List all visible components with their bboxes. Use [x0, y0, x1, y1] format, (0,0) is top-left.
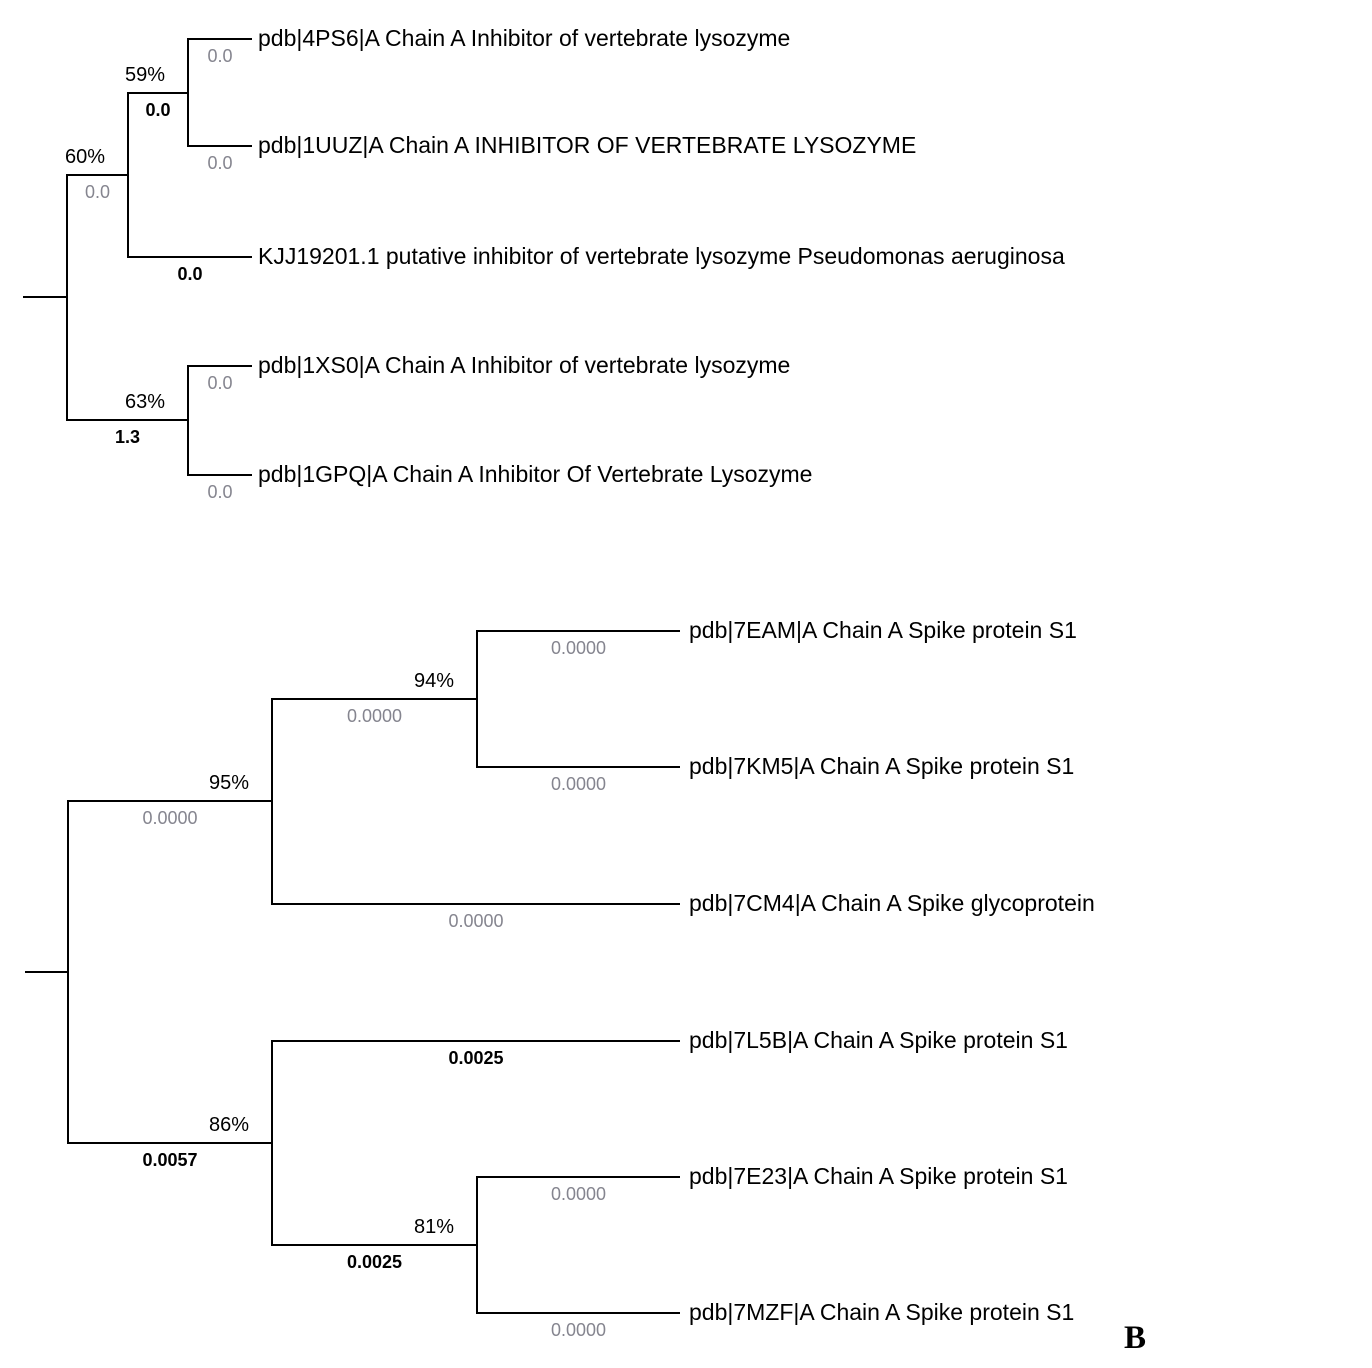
taxon-label: pdb|7L5B|A Chain A Spike protein S1: [689, 1027, 1068, 1054]
support-value: 63%: [124, 391, 165, 413]
tip-branch-line: [272, 903, 680, 905]
branch-length: 0.0025: [346, 1252, 403, 1272]
branch-length: 0.0: [207, 373, 233, 393]
taxon-label: pdb|7E23|A Chain A Spike protein S1: [689, 1163, 1068, 1190]
support-value: 59%: [124, 64, 165, 86]
branch-length: 0.0025: [448, 1048, 504, 1068]
branch-length: 0.0: [145, 100, 171, 120]
taxon-label: pdb|1GPQ|A Chain A Inhibitor Of Vertebra…: [258, 461, 813, 488]
tip-branch-line: [477, 766, 680, 768]
support-value: 95%: [208, 772, 249, 794]
internal-branch-line: [67, 419, 188, 421]
internal-branch-line: [67, 174, 128, 176]
clade-vertical-line: [476, 1176, 478, 1314]
internal-branch-line: [68, 1142, 272, 1144]
panel-label: B: [1124, 1320, 1147, 1356]
branch-length: 0.0000: [550, 638, 607, 658]
tip-branch-line: [188, 145, 252, 147]
branch-length: 1.3: [114, 427, 141, 447]
clade-vertical-line: [271, 698, 273, 905]
tip-branch-line: [128, 256, 252, 258]
tip-branch-line: [272, 1040, 680, 1042]
support-value: 81%: [413, 1216, 454, 1238]
internal-branch-line: [272, 1244, 477, 1246]
root-stub-line: [25, 971, 68, 973]
taxon-label: pdb|7MZF|A Chain A Spike protein S1: [689, 1299, 1075, 1326]
taxon-label: pdb|1XS0|A Chain A Inhibitor of vertebra…: [258, 352, 791, 379]
taxon-label: pdb|7EAM|A Chain A Spike protein S1: [689, 617, 1077, 644]
internal-branch-line: [68, 800, 272, 802]
taxon-label: pdb|7CM4|A Chain A Spike glycoprotein: [689, 890, 1095, 917]
branch-length: 0.0000: [550, 1184, 607, 1204]
taxon-label: pdb|4PS6|A Chain A Inhibitor of vertebra…: [258, 25, 791, 52]
support-value: 94%: [413, 670, 454, 692]
internal-branch-line: [272, 698, 477, 700]
support-value: 86%: [208, 1114, 249, 1136]
tip-branch-line: [477, 630, 680, 632]
root-vertical-line: [66, 174, 68, 421]
tip-branch-line: [188, 365, 252, 367]
clade-vertical-line: [476, 630, 478, 768]
tip-branch-line: [477, 1312, 680, 1314]
branch-length: 0.0000: [448, 911, 504, 931]
branch-length: 0.0000: [346, 706, 403, 726]
clade-vertical-line: [271, 1040, 273, 1246]
branch-length: 0.0: [207, 482, 233, 502]
branch-length: 0.0000: [550, 1320, 607, 1340]
tip-branch-line: [188, 38, 252, 40]
branch-length: 0.0: [207, 153, 233, 173]
taxon-label: pdb|7KM5|A Chain A Spike protein S1: [689, 753, 1075, 780]
branch-length: 0.0: [207, 46, 233, 66]
root-vertical-line: [67, 800, 69, 1144]
branch-length: 0.0: [84, 182, 111, 202]
branch-length: 0.0057: [142, 1150, 198, 1170]
tip-branch-line: [477, 1176, 680, 1178]
taxon-label: KJJ19201.1 putative inhibitor of vertebr…: [258, 243, 1065, 270]
clade-vertical-line: [127, 92, 129, 258]
tip-branch-line: [188, 474, 252, 476]
branch-length: 0.0: [177, 264, 203, 284]
root-stub-line: [23, 296, 67, 298]
clade-vertical-line: [187, 38, 189, 147]
branch-length: 0.0000: [550, 774, 607, 794]
clade-vertical-line: [187, 365, 189, 476]
support-value: 60%: [64, 146, 105, 168]
internal-branch-line: [128, 92, 188, 94]
branch-length: 0.0000: [142, 808, 198, 828]
taxon-label: pdb|1UUZ|A Chain A INHIBITOR OF VERTEBRA…: [258, 132, 917, 159]
